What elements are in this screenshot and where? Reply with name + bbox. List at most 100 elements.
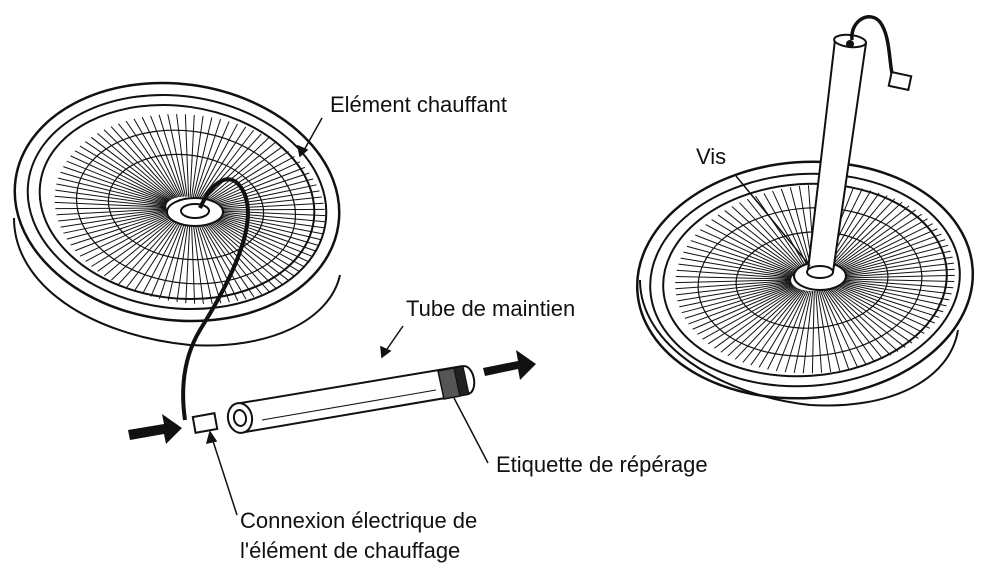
- spoke: [731, 206, 802, 271]
- connector: [191, 412, 219, 434]
- spoke: [833, 213, 923, 271]
- label-electrical-connection-2: l'élément de chauffage: [240, 538, 461, 563]
- spoke: [103, 129, 175, 199]
- spoke: [125, 120, 179, 198]
- spoke: [831, 286, 913, 344]
- spoke: [811, 291, 815, 374]
- spoke: [679, 282, 792, 308]
- spoke: [70, 212, 170, 246]
- spoke: [207, 218, 290, 282]
- spoke: [110, 126, 176, 199]
- spoke: [125, 218, 180, 289]
- spoke: [212, 214, 317, 252]
- spoke: [85, 141, 172, 201]
- spoke: [110, 217, 178, 281]
- spoke: [208, 161, 301, 205]
- spoke: [727, 288, 801, 357]
- spoke: [204, 141, 277, 202]
- spoke: [150, 115, 183, 197]
- leader-electrical-connection: [211, 437, 238, 516]
- spoke: [678, 263, 792, 279]
- support-tube-horizontal: [226, 365, 476, 434]
- spoke: [686, 245, 794, 276]
- spoke: [198, 220, 239, 302]
- spoke: [758, 290, 806, 368]
- label-support-tube: Tube de maintien: [406, 296, 576, 321]
- spoke: [684, 283, 793, 319]
- spoke: [192, 221, 204, 305]
- spoke: [60, 209, 168, 228]
- spoke: [189, 114, 195, 197]
- label-screw: Vis: [696, 144, 727, 169]
- spoke: [838, 256, 953, 277]
- spoke: [207, 156, 295, 204]
- spoke: [211, 184, 317, 208]
- spoke: [838, 274, 955, 279]
- spoke: [194, 119, 222, 198]
- spoke: [828, 287, 899, 352]
- spoke: [195, 221, 222, 304]
- spoke: [213, 211, 325, 229]
- heating-element-left: [13, 81, 341, 347]
- spoke: [835, 283, 940, 318]
- spoke: [202, 220, 262, 295]
- spoke: [195, 121, 230, 199]
- spoke: [194, 221, 213, 304]
- spoke: [834, 218, 928, 272]
- spoke: [211, 178, 314, 207]
- spoke: [680, 257, 793, 278]
- spoke: [835, 228, 938, 273]
- spoke: [802, 291, 814, 374]
- spoke: [54, 201, 167, 208]
- spoke: [837, 239, 946, 275]
- spoke: [838, 250, 951, 276]
- spoke: [70, 155, 169, 202]
- spoke: [692, 285, 795, 330]
- spoke: [739, 202, 803, 270]
- spoke: [158, 114, 185, 197]
- label-heating-element: Elément chauffant: [330, 92, 507, 117]
- spoke: [150, 219, 185, 297]
- spoke: [208, 217, 295, 277]
- leader-support-tube: [384, 325, 404, 353]
- spoke: [834, 284, 930, 329]
- spoke: [816, 290, 832, 373]
- spoke: [118, 123, 178, 198]
- spoke: [63, 166, 168, 204]
- spoke: [711, 219, 798, 273]
- spoke: [833, 285, 925, 334]
- spoke: [835, 223, 933, 273]
- heating-element-right: [635, 160, 975, 407]
- spoke: [60, 171, 168, 204]
- spoke: [681, 283, 793, 314]
- spoke: [734, 289, 802, 360]
- cable-left: [181, 177, 250, 421]
- spoke: [827, 195, 888, 269]
- spoke: [97, 215, 175, 272]
- spoke: [184, 114, 190, 197]
- spoke: [780, 188, 810, 268]
- spoke: [820, 290, 850, 370]
- spoke: [75, 213, 171, 252]
- spoke: [213, 212, 324, 235]
- leader-screw: [735, 175, 811, 267]
- spoke: [85, 214, 173, 262]
- spoke: [676, 269, 792, 279]
- spoke: [197, 123, 238, 199]
- arrow-right-tube: [483, 350, 536, 380]
- spoke: [213, 210, 326, 217]
- spoke: [697, 285, 795, 335]
- spoke: [63, 210, 169, 234]
- spoke: [66, 160, 169, 203]
- spoke: [213, 213, 322, 241]
- spoke: [724, 210, 801, 271]
- spoke: [213, 211, 326, 223]
- spoke: [705, 224, 797, 273]
- spoke: [742, 289, 803, 363]
- support-tube-vertical: [806, 33, 868, 279]
- spoke: [750, 289, 805, 366]
- spoke: [201, 220, 255, 298]
- spoke: [210, 216, 306, 268]
- spoke: [90, 136, 173, 200]
